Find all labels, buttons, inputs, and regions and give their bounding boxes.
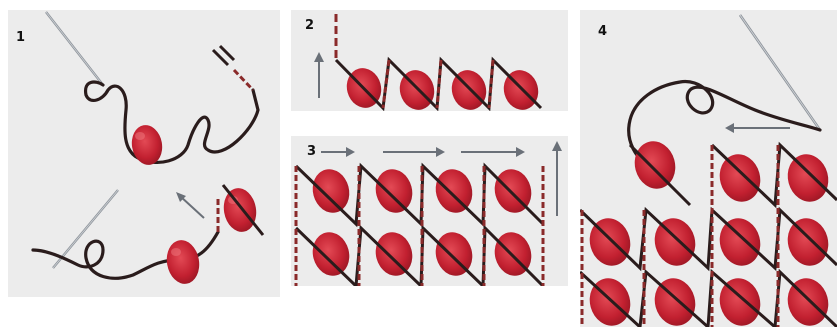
step-4-number: 4 (598, 24, 607, 39)
step-3-illustration (291, 136, 568, 286)
bead-icon (308, 165, 354, 217)
direction-arrow-icon (725, 123, 790, 133)
step-3-panel: 3 (291, 136, 568, 286)
step-3-number: 3 (307, 144, 316, 159)
step-4-panel: 4 (580, 10, 837, 327)
bead-icon (714, 214, 765, 271)
direction-arrow-icon (383, 147, 445, 157)
bead-icon (129, 123, 165, 168)
bead-icon (308, 228, 354, 280)
direction-arrow-icon (552, 141, 562, 216)
direction-arrow-icon (314, 52, 324, 98)
needle-icon (46, 12, 103, 85)
needle-icon (740, 15, 820, 130)
bead-icon (371, 165, 417, 217)
step-1-number: 1 (16, 30, 25, 45)
step-2-illustration (291, 10, 568, 111)
step-4-illustration (580, 10, 837, 327)
bead-icon (163, 238, 202, 287)
bead-icon (629, 137, 680, 194)
step-2-panel: 2 (291, 10, 568, 111)
direction-arrow-icon (176, 192, 204, 218)
direction-arrow-icon (321, 147, 355, 157)
step-2-number: 2 (305, 18, 314, 33)
step-1-panel: 1 (8, 10, 280, 297)
bead-icon (782, 150, 833, 207)
bead-icon (714, 150, 765, 207)
direction-arrow-icon (461, 147, 525, 157)
bead-icon (431, 165, 477, 217)
bead-icon (220, 186, 259, 235)
bead-icon (782, 214, 833, 271)
thread-icon (86, 82, 258, 162)
bead-icon (371, 228, 417, 280)
step-1-illustration (8, 10, 280, 297)
